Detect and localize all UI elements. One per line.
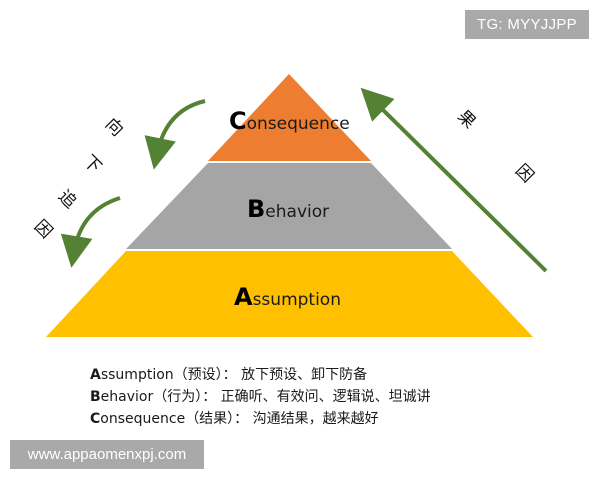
legend: Assumption（预设）： 放下预设、卸下防备 Behavior（行为）： … xyxy=(90,364,431,430)
label-behavior: Behavior xyxy=(247,195,329,223)
pyramid-layer-behavior xyxy=(126,163,452,249)
legend-row-assumption: Assumption（预设）： 放下预设、卸下防备 xyxy=(90,367,368,383)
long-arrow-up-icon xyxy=(360,87,548,273)
pyramid-layer-consequence xyxy=(208,74,371,161)
left-char-2: 下 xyxy=(79,151,105,177)
pyramid-layer-assumption xyxy=(46,251,533,337)
watermark-bottom-left: www.appaomenxpj.com xyxy=(10,440,204,469)
legend-row-consequence: Consequence（结果）： 沟通结果，越来越好 xyxy=(90,411,379,427)
curved-arrow-down-upper-icon xyxy=(144,99,206,170)
right-char-1: 果 xyxy=(453,107,479,133)
right-char-2: 因 xyxy=(511,161,537,187)
label-consequence: Consequence xyxy=(229,107,350,135)
left-char-3: 追 xyxy=(54,186,80,212)
left-char-1: 向 xyxy=(101,114,127,140)
legend-row-behavior: Behavior（行为）： 正确听、有效问、逻辑说、坦诚讲 xyxy=(90,389,431,405)
curved-arrow-down-lower-icon xyxy=(60,196,121,268)
label-assumption: Assumption xyxy=(234,283,341,311)
watermark-top-right: TG: MYYJJPP xyxy=(465,10,589,39)
left-char-4: 因 xyxy=(30,216,56,242)
